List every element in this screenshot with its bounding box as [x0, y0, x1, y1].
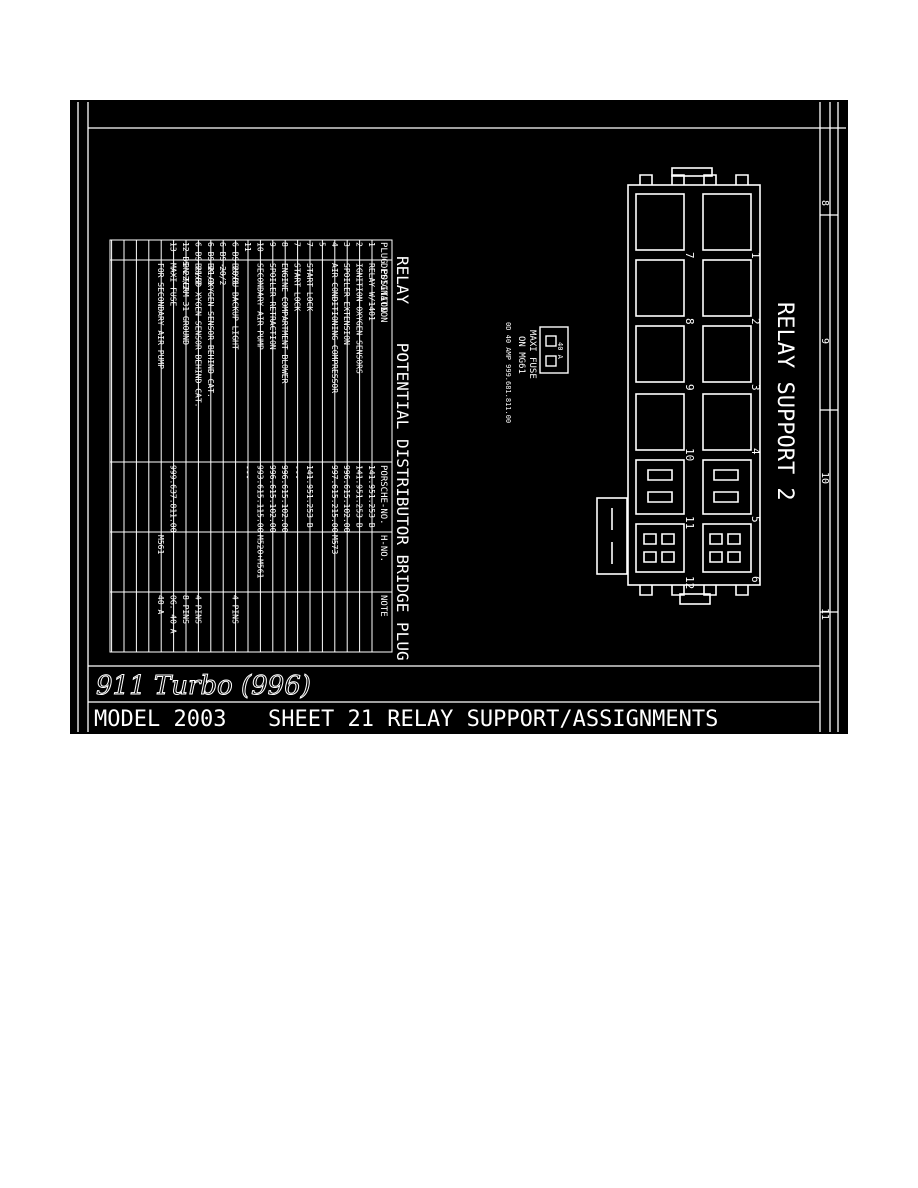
assignment-table-grid — [109, 239, 393, 653]
slot-number-6: 6 — [749, 576, 762, 583]
column-header-h-no: H-NO. — [378, 535, 388, 562]
table-cell-note: OG. 40 A — [169, 595, 178, 634]
table-cell-designation: ENGINE COMPARTMENT BLOWER — [280, 263, 289, 384]
table-cell-note: 40 A — [156, 595, 165, 614]
grid-number-8: 8 — [819, 200, 830, 206]
slot-number-7: 7 — [683, 252, 696, 259]
slot-number-4: 4 — [749, 448, 762, 455]
grid-number-11: 11 — [819, 608, 830, 620]
table-cell-designation: BU/BD XYGEN SENSOR BEHIND CAT. — [193, 263, 202, 408]
slot-number-9: 9 — [683, 384, 696, 391]
maxi-fuse-rating: 40 A — [556, 342, 564, 360]
table-cell-designation: MAXI FUSE — [169, 263, 178, 307]
table-cell-porsche-no: 996.615.102.00 — [280, 465, 289, 533]
maxi-fuse-part: 0D 40 AMP 999.681.811.00 — [504, 322, 512, 423]
table-cell-designation: START LOCK — [305, 263, 314, 311]
maxi-fuse-location: ON MG61 — [516, 336, 526, 374]
table-cell-plug-position: 8 — [280, 242, 289, 247]
table-cell-plug-position: 6 BS 21/1 — [206, 242, 215, 286]
table-cell-plug-position: 7 — [305, 242, 314, 247]
table-cell-designation: SPOILER RETRACTION — [268, 263, 277, 350]
table-cell-porsche-no: 993.615.115.00 — [255, 465, 264, 533]
table-cell-designation: BN TERM 31 GROUND — [181, 263, 190, 345]
table-cell-plug-position: 5 — [317, 242, 326, 247]
slot-number-3: 3 — [749, 384, 762, 391]
table-cell-designation: BU/BU BACKUP LIGHT — [231, 263, 240, 350]
table-cell-note: 4 PINS — [231, 595, 240, 624]
grid-number-10: 10 — [819, 472, 830, 484]
turbo-logo: 911 Turbo (996) — [96, 671, 311, 701]
table-cell-note: 8 PINS — [181, 595, 190, 624]
table-cell-plug-position: 3 — [342, 242, 351, 247]
table-cell-plug-position: 6 BS 21/2 — [193, 242, 202, 286]
column-header-porsche-no: PORSCHE-NO. — [378, 465, 388, 525]
drawing-frame — [77, 102, 846, 732]
table-cell-plug-position: 12 BS 22/2 — [181, 242, 190, 290]
table-cell-plug-position: 1 — [367, 242, 376, 247]
table-cell-plug-position: 9 — [268, 242, 277, 247]
slot-number-1: 1 — [749, 252, 762, 259]
table-cell-plug-position: 10 — [255, 242, 264, 252]
table-cell-plug-position: 13 — [169, 242, 178, 252]
column-header-note: NOTE — [378, 595, 388, 617]
table-cell-porsche-no: 996.615.102.00 — [342, 465, 351, 533]
table-cell-plug-position: 2 — [355, 242, 364, 247]
table-cell-plug-position: 4 — [330, 242, 339, 247]
grid-number-9: 9 — [819, 338, 830, 344]
table-cell-designation: SPOILER EXTENSION — [342, 263, 351, 345]
table-cell-designation: --- — [218, 263, 227, 277]
model-title: MODEL 2003 — [94, 707, 226, 732]
table-cell-h-no: M573 — [330, 535, 339, 554]
table-cell-designation: AIR CONDITIONING COMPRESSOR — [330, 263, 339, 393]
drawing-background — [70, 100, 848, 734]
relay-support-title: RELAY SUPPORT 2 — [772, 302, 797, 501]
table-cell-designation: SECONDARY AIR PUMP — [255, 263, 264, 350]
relay-support-module — [596, 167, 761, 605]
table-cell-designation: BK OXYGEN SENSOR BEHIND CAT. — [206, 263, 215, 398]
column-header-plug-position: PLUG POSITION — [378, 242, 388, 312]
slot-number-2: 2 — [749, 318, 762, 325]
slot-number-11: 11 — [683, 516, 696, 529]
table-cell-plug-position: 11 — [243, 242, 252, 252]
table-cell-designation: FOR SECONDARY AIR PUMP — [156, 263, 165, 369]
table-cell-porsche-no: 996.615.102.00 — [268, 465, 277, 533]
slot-number-8: 8 — [683, 318, 696, 325]
table-cell-designation: RELAY W/1401 — [367, 263, 376, 321]
table-cell-plug-position: 7 — [293, 242, 302, 247]
table-title: RELAY POTENTIAL DISTRIBUTOR BRIDGE PLUG — [393, 256, 412, 661]
table-cell-h-no: M561 — [156, 535, 165, 554]
slot-number-5: 5 — [749, 516, 762, 523]
table-cell-designation: START LOCK — [293, 263, 302, 311]
table-cell-porsche-no: 141.951.253 B — [355, 465, 364, 528]
table-cell-porsche-no: --- — [243, 465, 252, 479]
table-cell-porsche-no: 997.615.215.00 — [330, 465, 339, 533]
table-cell-designation: IGNITION OXYGEN SENSORS — [355, 263, 364, 374]
table-cell-note: 4 PINS — [193, 595, 202, 624]
table-cell-plug-position: 6 BS 20/1 — [231, 242, 240, 286]
table-row-lines — [111, 240, 373, 652]
slot-number-12: 12 — [683, 576, 696, 589]
table-cell-porsche-no: 141.951.253 B — [367, 465, 376, 528]
maxi-fuse-symbol — [539, 326, 569, 374]
table-cell-porsche-no: 141.951.253 B — [305, 465, 314, 528]
slot-number-10: 10 — [683, 448, 696, 461]
table-cell-porsche-no: --- — [293, 465, 302, 479]
table-cell-porsche-no: 999.637.811.00 — [169, 465, 178, 533]
maxi-fuse-label: MAXI FUSE — [527, 330, 537, 379]
table-cell-plug-position: 6 BS 20/2 — [218, 242, 227, 286]
column-header-designation: DESIGNATION — [378, 263, 388, 323]
table-cell-h-no: M520+M561 — [255, 535, 264, 579]
sheet-title: SHEET 21 RELAY SUPPORT/ASSIGNMENTS — [268, 707, 718, 732]
